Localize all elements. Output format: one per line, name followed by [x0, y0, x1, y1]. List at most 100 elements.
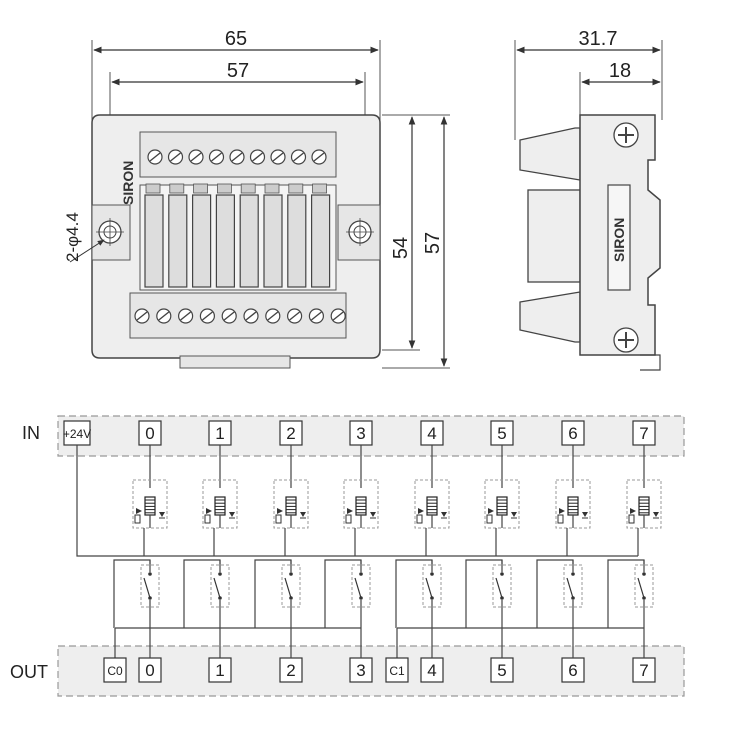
terminal-screw	[178, 308, 194, 324]
terminal-screw	[249, 149, 266, 165]
top-screw-row	[147, 149, 327, 165]
channel-2: 22	[273, 420, 309, 683]
dim-hole-spec: 2-φ4.4	[63, 212, 82, 262]
side-bottom-screw	[613, 327, 639, 353]
relay-coil-module	[132, 479, 168, 529]
left-mounting-hole	[96, 218, 124, 246]
power-terminal-label: +24V	[63, 427, 91, 441]
in-label: IN	[22, 423, 40, 443]
terminal-screw	[290, 149, 307, 165]
input-terminal-label: 6	[568, 424, 577, 443]
output-terminal-label: 7	[639, 661, 648, 680]
terminal-screw	[243, 308, 259, 324]
terminal-screw	[308, 308, 324, 324]
common-terminal-c1-label: C1	[389, 664, 405, 678]
side-relay-body	[527, 189, 581, 283]
right-mounting-hole	[346, 218, 374, 246]
relay-block	[311, 194, 331, 288]
relay-coil-module	[343, 479, 379, 529]
relay-led-window	[312, 183, 328, 194]
coil-icon	[285, 496, 297, 516]
input-terminal-label: 7	[639, 424, 648, 443]
diode-icon	[300, 512, 306, 519]
terminal-screw	[270, 149, 286, 165]
relay-led-window	[264, 183, 280, 194]
led-indicator-icon	[628, 508, 636, 524]
channel-1: 11	[202, 420, 238, 683]
output-terminal-label: 3	[356, 661, 365, 680]
coil-icon	[214, 496, 226, 516]
diode-icon	[441, 512, 447, 519]
input-terminal-label: 5	[497, 424, 506, 443]
channel-3: 33	[343, 420, 379, 683]
led-indicator-icon	[345, 508, 353, 524]
switch-contact-icon	[637, 572, 646, 600]
relay-row	[144, 183, 331, 288]
switch-contact-icon	[213, 572, 222, 600]
relay-led-window	[169, 183, 185, 194]
diode-icon	[511, 512, 517, 519]
common-terminal-c0-label: C0	[107, 664, 123, 678]
relay-block	[168, 194, 188, 288]
side-view: 31.7 18 SIRON	[514, 28, 663, 371]
channel-5: 55	[484, 420, 520, 683]
led-indicator-icon	[204, 508, 212, 524]
diode-icon	[653, 512, 659, 519]
terminal-screw	[221, 308, 237, 324]
relay-block	[263, 194, 283, 288]
dim-overall-height: 57	[422, 232, 444, 254]
channel-7: 77	[626, 420, 662, 683]
relay-led-window	[240, 183, 256, 194]
relay-coil-module	[626, 479, 662, 529]
output-terminal-label: 6	[568, 661, 577, 680]
switch-contact-icon	[284, 572, 293, 600]
out-label: OUT	[10, 662, 48, 682]
channel-0: 00	[132, 420, 168, 683]
dim-side-inner: 18	[609, 60, 631, 82]
upper-terminal-profile	[519, 127, 581, 181]
dim-overall-width: 65	[225, 28, 247, 50]
terminal-screw	[167, 149, 184, 165]
dim-side-depth: 31.7	[579, 28, 618, 50]
power-terminal	[63, 420, 91, 446]
switch-contact-icon	[143, 572, 152, 600]
side-brand-logo: SIRON	[611, 218, 627, 262]
led-indicator-icon	[134, 508, 142, 524]
relay-coil-module	[414, 479, 450, 529]
terminal-screw	[311, 149, 327, 165]
led-indicator-icon	[416, 508, 424, 524]
input-terminal-label: 4	[427, 424, 436, 443]
terminal-screw	[265, 308, 281, 324]
relay-led-window	[193, 183, 209, 194]
coil-icon	[426, 496, 438, 516]
side-top-screw	[613, 122, 639, 148]
common-terminal-c0	[103, 657, 127, 683]
dim-body-height: 54	[390, 237, 412, 259]
terminal-screw	[208, 149, 225, 165]
led-indicator-icon	[275, 508, 283, 524]
input-terminal-label: 2	[286, 424, 295, 443]
terminal-screw	[199, 308, 215, 324]
common-terminal-c1	[385, 657, 409, 683]
relay-led-window	[145, 183, 161, 194]
relay-block	[144, 194, 164, 288]
relay-coil-module	[202, 479, 238, 529]
switch-contact-icon	[566, 572, 575, 600]
terminal-screw	[134, 308, 150, 324]
relay-led-window	[288, 183, 304, 194]
front-view: 65 57 2-φ4.4 SIRON	[63, 28, 450, 369]
output-terminal-label: 2	[286, 661, 295, 680]
front-brand-logo: SIRON	[120, 161, 136, 205]
diode-icon	[370, 512, 376, 519]
coil-icon	[144, 496, 156, 516]
switch-contact-icon	[354, 572, 363, 600]
diode-icon	[229, 512, 235, 519]
lower-terminal-profile	[519, 291, 581, 343]
switch-contact-icon	[425, 572, 434, 600]
terminal-screw	[330, 308, 346, 324]
switch-contact-icon	[495, 572, 504, 600]
